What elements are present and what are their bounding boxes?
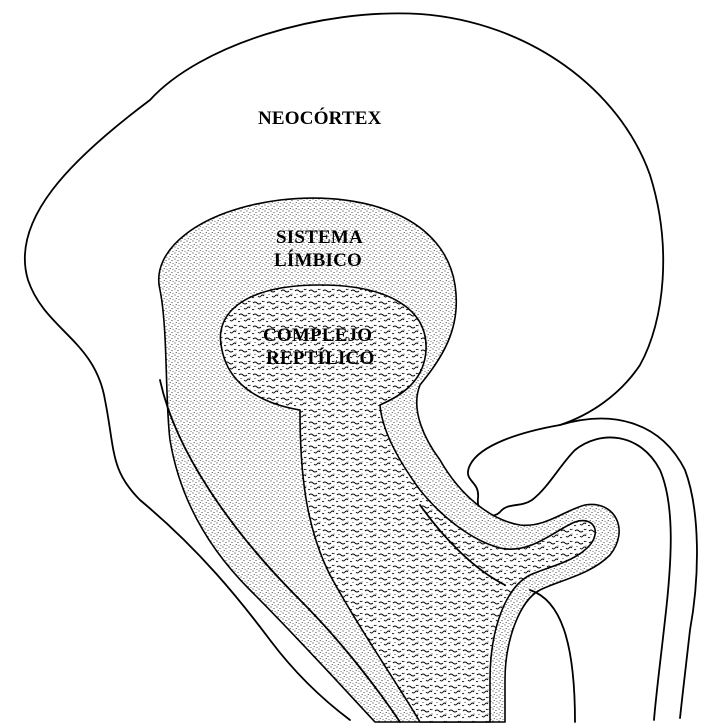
neocortex-label: NEOCÓRTEX bbox=[258, 107, 382, 129]
limbic-system-label-line1: SISTEMA bbox=[276, 227, 363, 248]
brainstem-line-right bbox=[530, 590, 575, 722]
reptilian-complex-label-line1: COMPLEJO bbox=[263, 325, 372, 346]
reptilian-complex-label-line2: REPTÍLICO bbox=[266, 347, 374, 369]
limbic-system-label-line2: LÍMBICO bbox=[274, 249, 362, 271]
